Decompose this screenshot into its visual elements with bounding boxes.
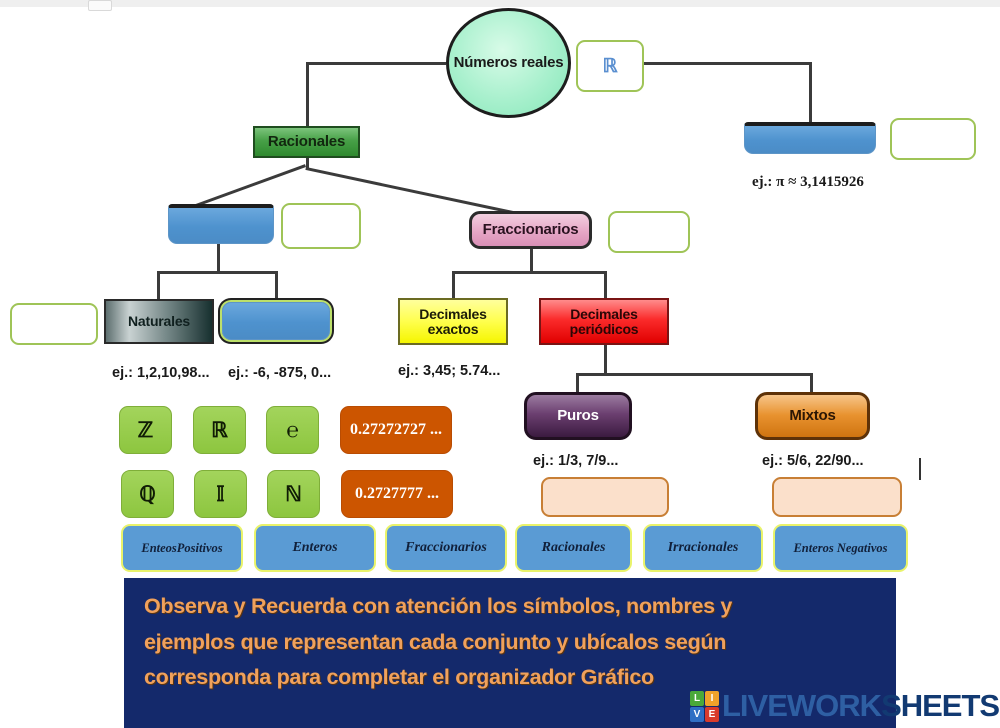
top-toolbar-strip [0, 0, 1000, 7]
symbol-reales-value: ℝ [602, 55, 618, 77]
instruction-banner: Observa y Recuerda con atención los símb… [124, 578, 896, 728]
node-numeros-reales: Números reales [446, 8, 571, 118]
logo-cube-i: I [705, 690, 719, 706]
token-name-enteros-negativos[interactable]: Enteros Negativos [773, 524, 908, 572]
token-symbol-i[interactable]: 𝕀 [194, 470, 247, 518]
token-symbol-e-label: ℮ [286, 417, 299, 442]
line-enteros-bar [157, 271, 278, 274]
liveworksheets-watermark: L I V E LIVEWORK SHEETS [690, 688, 1000, 724]
node-fraccionarios: Fraccionarios [469, 211, 592, 249]
token-symbol-e[interactable]: ℮ [266, 406, 319, 454]
line-to-mixtos [810, 373, 813, 393]
line-periodicos-bar [576, 373, 812, 376]
token-name-2-label: Fraccionarios [405, 540, 487, 555]
node-numeros-reales-label: Números reales [453, 54, 564, 72]
logo-cube-v: V [690, 706, 704, 722]
line-to-naturales [157, 271, 160, 299]
logo-cube-e: E [705, 706, 719, 722]
line-root-left-down [306, 62, 309, 126]
node-fraccionarios-label: Fraccionarios [482, 221, 579, 239]
token-name-enteros[interactable]: Enteros [254, 524, 376, 572]
example-puros: ej.: 1/3, 7/9... [533, 453, 619, 469]
token-name-racionales[interactable]: Racionales [515, 524, 632, 572]
slot-irracionales[interactable] [744, 122, 876, 154]
token-symbol-z-label: ℤ [137, 417, 154, 442]
token-symbol-r[interactable]: ℝ [193, 406, 246, 454]
token-symbol-n-label: ℕ [285, 481, 302, 506]
line-to-puros [576, 373, 579, 393]
input-fraccionarios-symbol[interactable] [608, 211, 690, 253]
input-mixtos-answer[interactable] [772, 477, 902, 517]
node-puros-label: Puros [557, 407, 599, 425]
line-to-enteros-neg [275, 271, 278, 299]
node-decimales-exactos-label-1: Decimales [419, 305, 487, 322]
slot-enteros-negativos[interactable] [222, 302, 330, 340]
token-name-enteros-positivos[interactable]: EnteosPositivos [121, 524, 243, 572]
node-naturales: Naturales [104, 299, 214, 344]
token-decimal-periodico-mixto[interactable]: 0.2727777 ... [341, 470, 453, 518]
token-symbol-n[interactable]: ℕ [267, 470, 320, 518]
node-naturales-label: Naturales [127, 313, 190, 330]
node-decimales-periodicos-label-2: periódicos [569, 320, 639, 337]
token-symbol-q-label: ℚ [139, 481, 156, 506]
input-naturales-symbol[interactable] [10, 303, 98, 345]
logo-cube-l: L [690, 690, 704, 706]
node-decimales-periodicos: Decimales periódicos [539, 298, 669, 345]
top-answer-input[interactable] [88, 0, 112, 11]
node-decimales-periodicos-label-1: Decimales [570, 305, 638, 322]
token-decimal-1-label: 0.27272727 ... [350, 421, 442, 438]
node-mixtos: Mixtos [755, 392, 870, 440]
token-name-4-label: Irracionales [667, 540, 739, 555]
node-decimales-exactos-label-2: exactos [427, 320, 479, 337]
example-mixtos: ej.: 5/6, 22/90... [762, 453, 864, 469]
token-name-0-label: EnteosPositivos [141, 540, 223, 555]
node-decimales-exactos: Decimales exactos [398, 298, 508, 345]
token-symbol-z[interactable]: ℤ [119, 406, 172, 454]
text-caret [919, 458, 921, 480]
token-name-fraccionarios[interactable]: Fraccionarios [385, 524, 507, 572]
token-symbol-i-label: 𝕀 [216, 481, 225, 506]
instruction-line-1: Observa y Recuerda con atención los símb… [144, 594, 733, 618]
example-naturales: ej.: 1,2,10,98... [112, 365, 210, 381]
node-mixtos-label: Mixtos [789, 407, 836, 425]
instruction-line-3: corresponda para completar el organizado… [144, 665, 654, 690]
token-decimal-periodico-puro[interactable]: 0.27272727 ... [340, 406, 452, 454]
token-name-5-label: Enteros Negativos [793, 540, 888, 555]
line-to-periodicos [604, 271, 607, 298]
line-fraccionarios-bar [452, 271, 607, 274]
instruction-line-2: ejemplos que representan cada conjunto y… [144, 629, 727, 654]
token-symbol-r-label: ℝ [211, 417, 228, 442]
token-symbol-q[interactable]: ℚ [121, 470, 174, 518]
node-racionales-label: Racionales [267, 133, 346, 151]
line-root-right [644, 62, 812, 65]
input-irracionales-symbol[interactable] [890, 118, 976, 160]
example-enteros: ej.: -6, -875, 0... [228, 365, 332, 381]
line-to-exactos [452, 271, 455, 298]
input-enteros-symbol[interactable] [281, 203, 361, 249]
line-periodicos-stem [604, 345, 607, 373]
line-racionales-stem [306, 156, 309, 168]
example-pi: ej.: π ≈ 3,1415926 [752, 174, 864, 190]
token-name-1-label: Enteros [292, 540, 338, 555]
example-exactos: ej.: 3,45; 5.74... [398, 363, 501, 379]
token-name-irracionales[interactable]: Irracionales [643, 524, 763, 572]
symbol-reales-box[interactable]: ℝ [576, 40, 644, 92]
input-puros-answer[interactable] [541, 477, 669, 517]
node-puros: Puros [524, 392, 632, 440]
token-decimal-2-label: 0.2727777 ... [355, 485, 439, 502]
watermark-text-light: LIVEWORK [722, 688, 882, 723]
line-root-right-down [809, 62, 812, 126]
token-name-3-label: Racionales [541, 540, 606, 555]
line-root-left [306, 62, 446, 65]
node-racionales: Racionales [253, 126, 360, 158]
watermark-text-dark: SHEETS [881, 688, 1000, 723]
line-enteros-stem [217, 243, 220, 271]
line-fraccionarios-stem [530, 249, 533, 271]
slot-enteros[interactable] [168, 204, 274, 244]
live-logo-icon: L I V E [690, 690, 719, 722]
